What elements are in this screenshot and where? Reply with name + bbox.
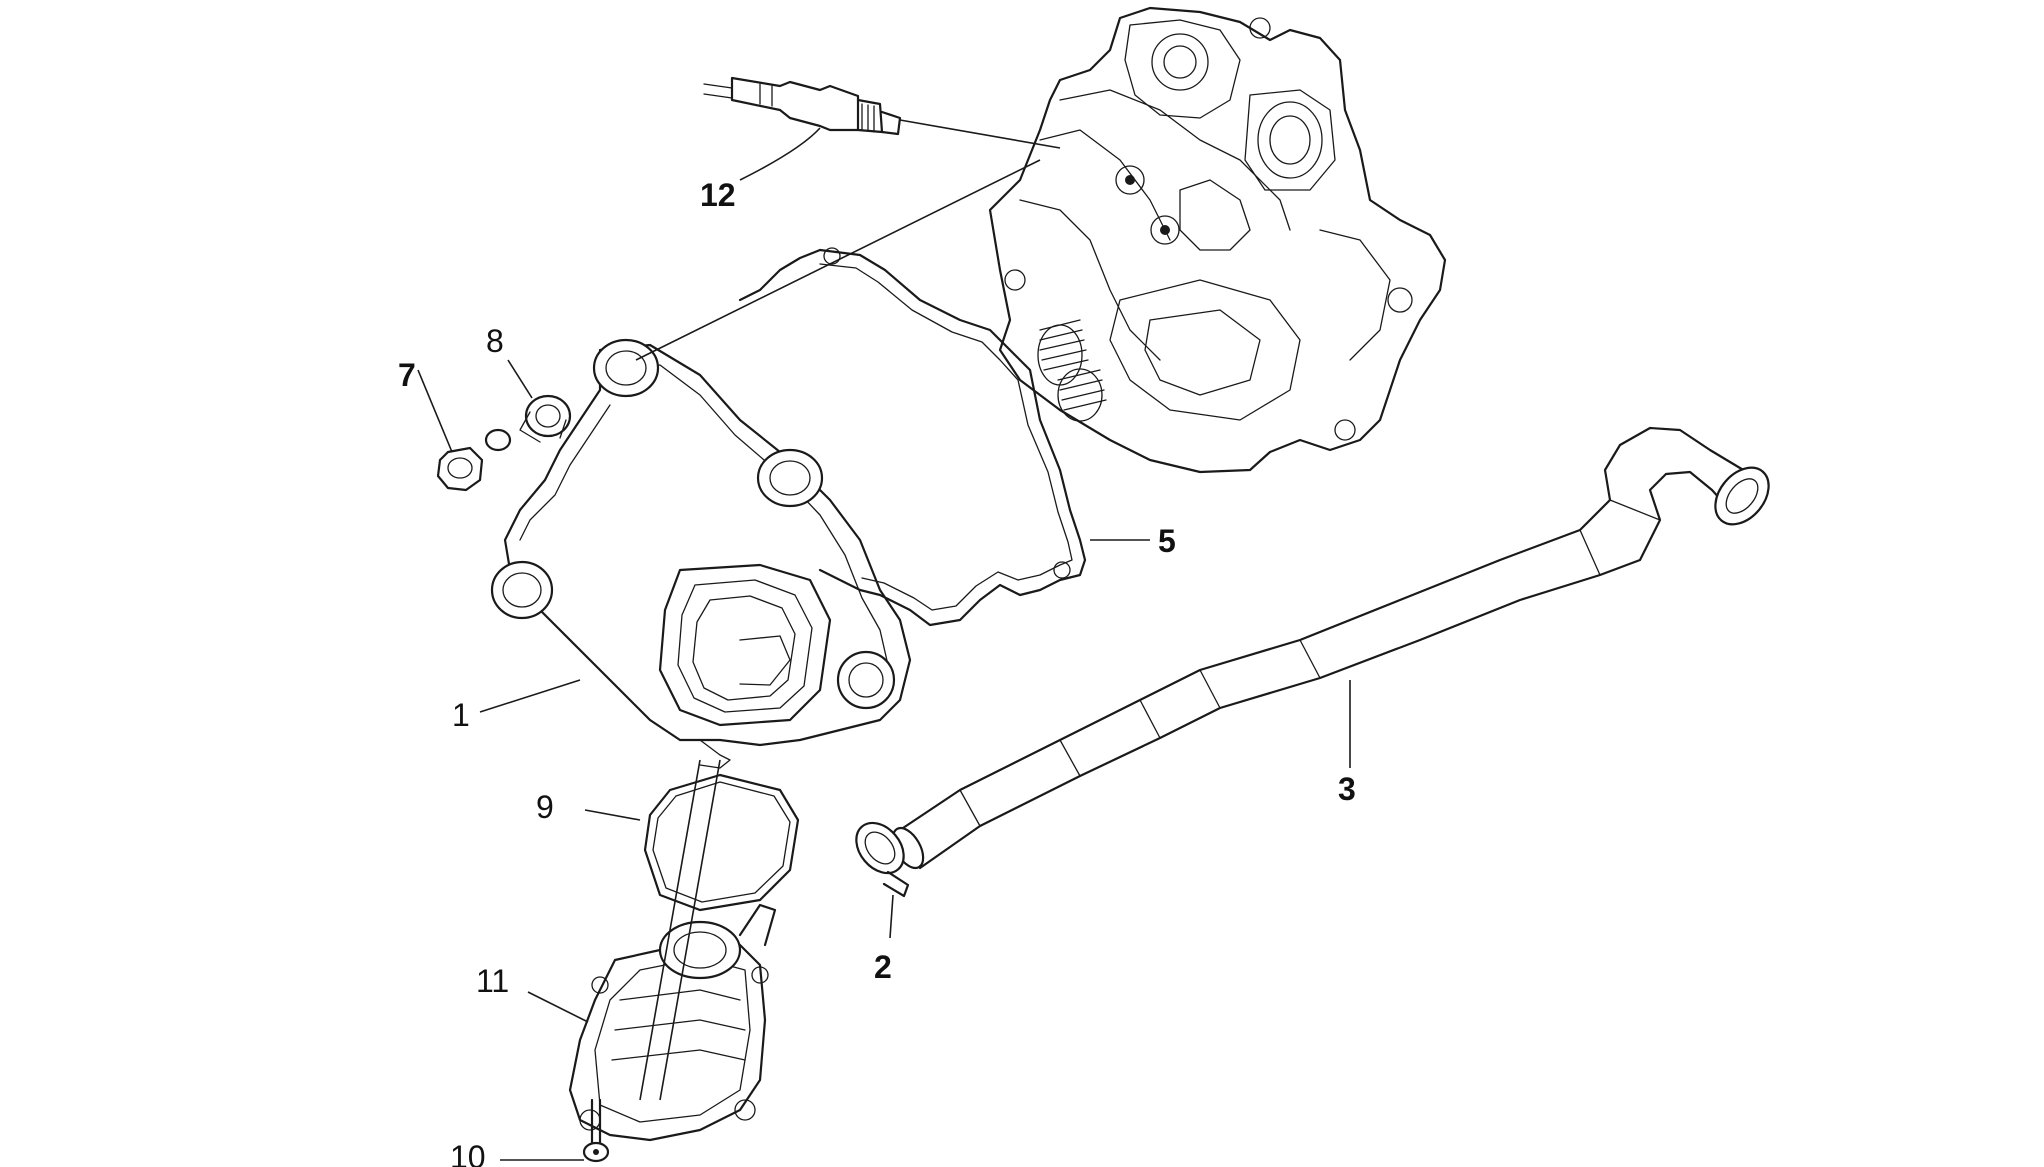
cover-gasket xyxy=(738,247,1087,627)
breather-housing xyxy=(568,903,777,1142)
valve-cover xyxy=(490,338,912,769)
assembly-lines xyxy=(635,119,1061,1101)
callout-2: 2 xyxy=(874,949,892,985)
housing-screw xyxy=(582,1098,610,1163)
cover-boss-4 xyxy=(836,650,896,710)
callout-11: 11 xyxy=(476,963,509,999)
filter-gasket xyxy=(643,773,800,912)
callout-7: 7 xyxy=(398,357,416,393)
callout-5: 5 xyxy=(1158,523,1176,559)
callout-3: 3 xyxy=(1338,771,1356,807)
cover-boss-1 xyxy=(592,338,660,398)
callout-9: 9 xyxy=(536,789,554,825)
callout-12: 12 xyxy=(700,177,736,213)
cover-nut xyxy=(436,428,512,492)
leader-lines xyxy=(417,127,1351,1161)
callout-10: 10 xyxy=(450,1139,486,1167)
callout-1: 1 xyxy=(452,697,470,733)
cover-boss-3 xyxy=(490,560,554,620)
valve-springs xyxy=(1037,319,1107,422)
spark-plug xyxy=(703,76,902,136)
seal-washer xyxy=(519,394,572,443)
hose-clamp xyxy=(855,821,910,898)
cylinder-head xyxy=(988,6,1447,474)
breather-hose xyxy=(891,426,1770,870)
cover-boss-2 xyxy=(756,448,824,508)
callout-8: 8 xyxy=(486,323,504,359)
